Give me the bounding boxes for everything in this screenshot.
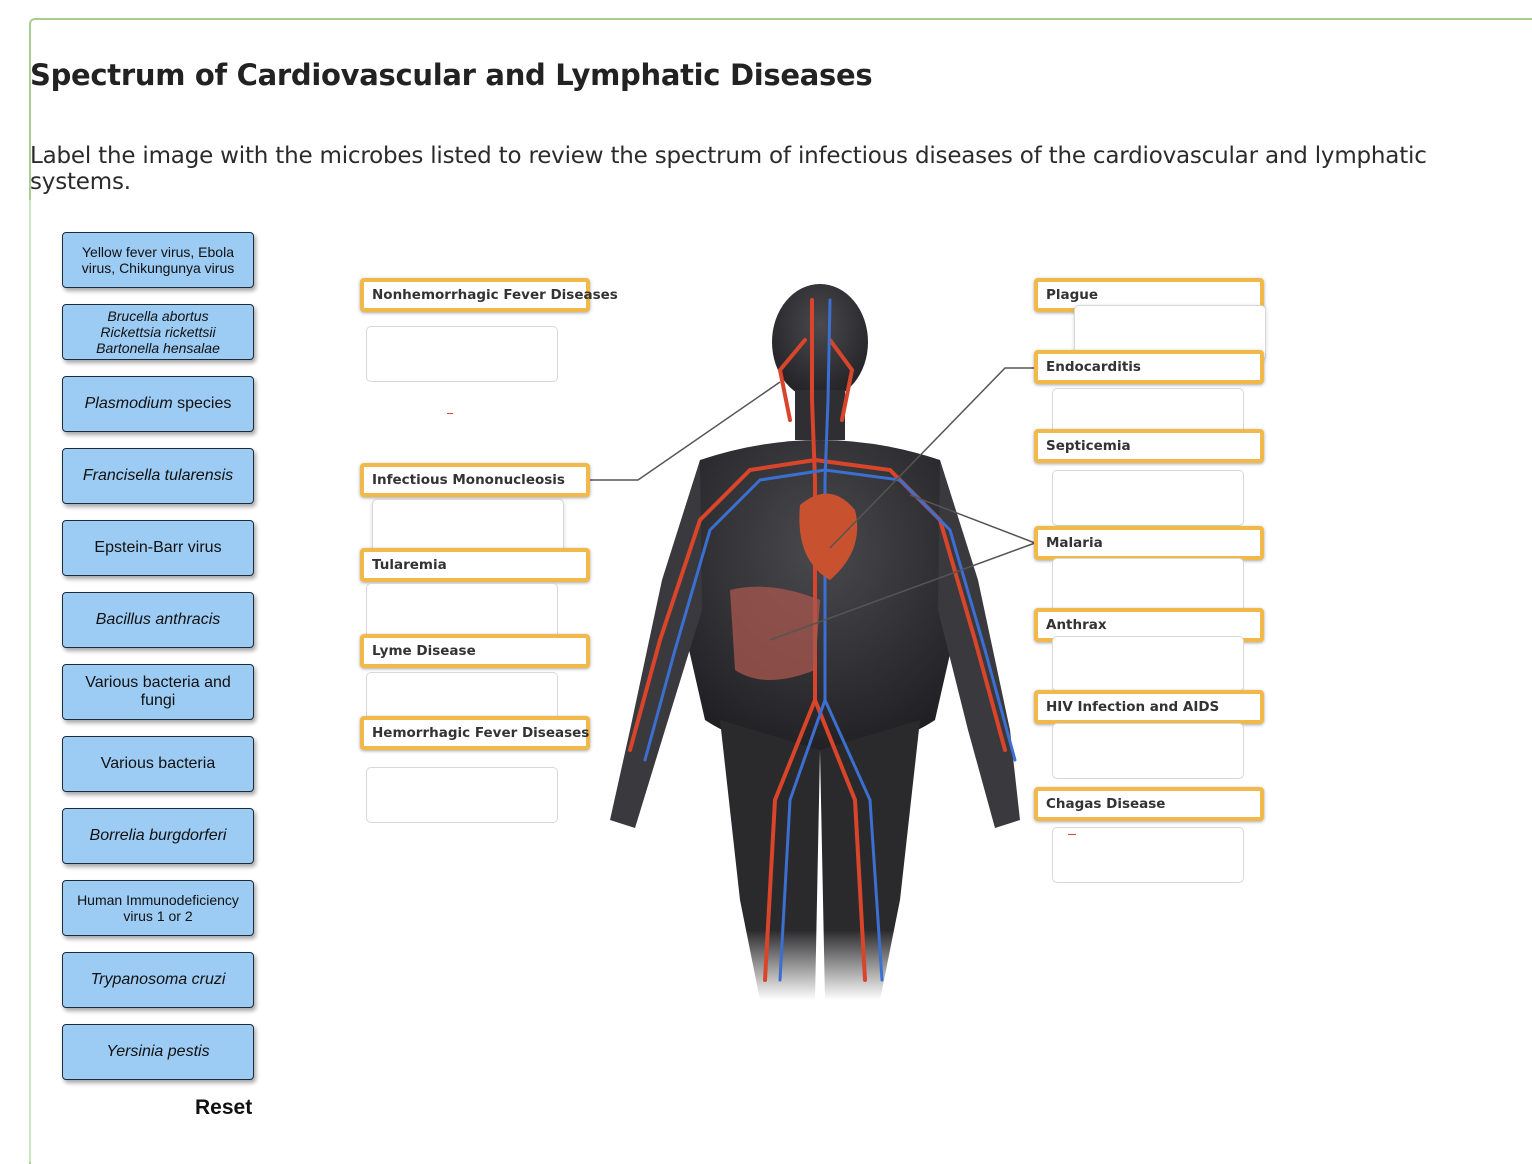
dropzone-anthrax[interactable] — [1052, 636, 1244, 692]
microbe-label: Francisella tularensis — [82, 467, 234, 484]
microbe-tile-various-bacteria[interactable]: Various bacteria — [62, 736, 254, 792]
dropzone-hemorrhagic-fever[interactable] — [366, 767, 558, 823]
dropzone-hiv-aids[interactable] — [1052, 723, 1244, 779]
microbe-label: Bacillus anthracis — [95, 611, 221, 628]
page-title: Spectrum of Cardiovascular and Lymphatic… — [30, 58, 873, 92]
microbe-label: Epstein-Barr virus — [94, 539, 222, 556]
microbe-tile-trypanosoma[interactable]: Trypanosoma cruzi — [62, 952, 254, 1008]
microbe-label: Various bacteria — [100, 755, 216, 772]
dropzone-nonhemorrhagic-fever[interactable] — [366, 326, 558, 382]
microbe-tile-bacteria-fungi[interactable]: Various bacteria and fungi — [62, 664, 254, 720]
microbe-label: Bartonella hensalae — [96, 340, 220, 356]
microbe-tile-brucella-group[interactable]: Brucella abortus Rickettsia rickettsii B… — [62, 304, 254, 360]
dropzone-tularemia[interactable] — [366, 583, 558, 639]
label-endocarditis: Endocarditis — [1034, 350, 1264, 384]
liver — [730, 586, 820, 680]
microbe-tile-yersinia[interactable]: Yersinia pestis — [62, 1024, 254, 1080]
human-circulatory-figure — [610, 284, 1020, 1000]
label-infectious-mononucleosis: Infectious Mononucleosis — [360, 463, 590, 497]
microbe-label: Trypanosoma cruzi — [90, 971, 226, 988]
label-malaria: Malaria — [1034, 526, 1264, 560]
label-tularemia: Tularemia — [360, 548, 590, 582]
microbe-label: Borrelia burgdorferi — [89, 827, 227, 844]
microbe-label: Yersinia pestis — [106, 1043, 210, 1060]
instructions-text: Label the image with the microbes listed… — [30, 143, 1427, 195]
label-hiv-aids: HIV Infection and AIDS — [1034, 690, 1264, 724]
microbe-label: Plasmodium — [84, 395, 173, 412]
dropzone-malaria[interactable] — [1052, 558, 1244, 614]
microbe-tile-hiv[interactable]: Human Immunodeficiency virus 1 or 2 — [62, 880, 254, 936]
label-lyme-disease: Lyme Disease — [360, 634, 590, 668]
dropzone-septicemia[interactable] — [1052, 470, 1244, 526]
label-septicemia: Septicemia — [1034, 429, 1264, 463]
microbe-tile-francisella[interactable]: Francisella tularensis — [62, 448, 254, 504]
marker-tick — [1068, 834, 1076, 835]
label-hemorrhagic-fever: Hemorrhagic Fever Diseases — [360, 716, 590, 750]
microbe-label: Rickettsia rickettsii — [100, 324, 216, 340]
microbe-label: Human Immunodeficiency virus 1 or 2 — [77, 892, 239, 924]
dropzone-chagas-disease[interactable] — [1052, 827, 1244, 883]
microbe-label: Yellow fever virus, Ebola virus, Chikung… — [81, 244, 235, 276]
frame-lower-edge — [29, 200, 31, 1162]
microbe-tile-bacillus[interactable]: Bacillus anthracis — [62, 592, 254, 648]
label-nonhemorrhagic-fever: Nonhemorrhagic Fever Diseases — [360, 278, 618, 312]
dropzone-infectious-mononucleosis[interactable] — [372, 499, 564, 555]
microbe-tile-viral-hemorrhagic[interactable]: Yellow fever virus, Ebola virus, Chikung… — [62, 232, 254, 288]
marker-tick — [447, 413, 453, 414]
microbe-label: species — [172, 395, 232, 412]
microbe-tile-plasmodium[interactable]: Plasmodium species — [62, 376, 254, 432]
microbe-tile-borrelia[interactable]: Borrelia burgdorferi — [62, 808, 254, 864]
label-chagas-disease: Chagas Disease — [1034, 787, 1264, 821]
microbe-label: Various bacteria and fungi — [85, 674, 231, 709]
microbe-label: Brucella abortus — [107, 308, 209, 324]
reset-button[interactable]: Reset — [195, 1096, 253, 1119]
microbe-tile-epstein-barr[interactable]: Epstein-Barr virus — [62, 520, 254, 576]
